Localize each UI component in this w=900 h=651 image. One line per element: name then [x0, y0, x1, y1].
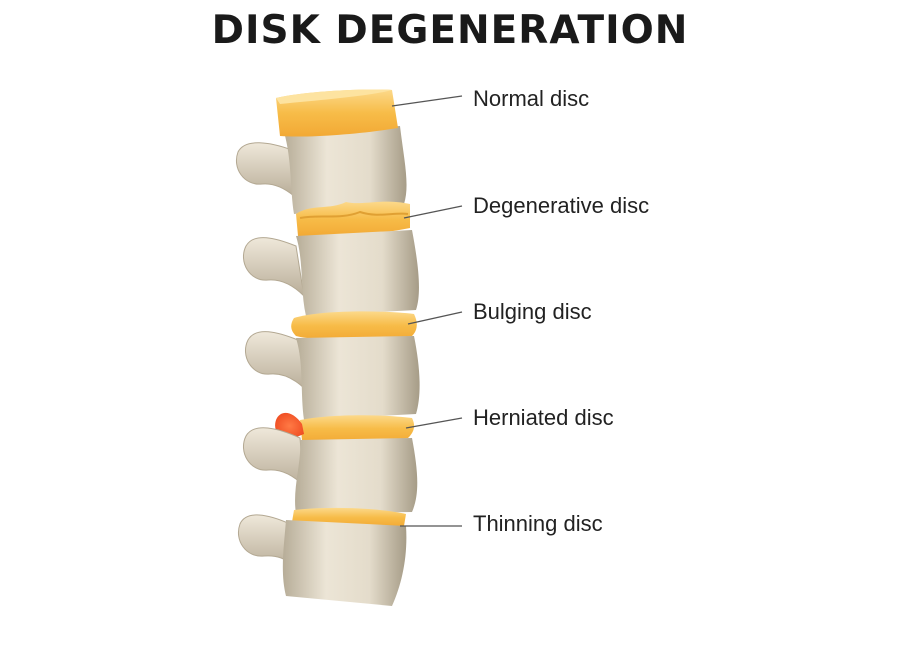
- vertebral-body-1: [284, 126, 407, 214]
- vertebra-1: [236, 126, 407, 214]
- spinous-process-1: [236, 142, 295, 198]
- spinous-process-3: [245, 331, 307, 392]
- leader-herniated: [405, 417, 463, 429]
- label-normal-disc: Normal disc: [473, 86, 590, 111]
- degenerative-disc: [296, 201, 410, 237]
- vertebral-body-3: [296, 336, 420, 420]
- vertebra-4: [243, 427, 418, 514]
- label-degenerative-disc: Degenerative disc: [473, 193, 650, 218]
- leader-lines: [391, 95, 463, 527]
- vertebral-body-5: [282, 520, 407, 606]
- label-thinning-disc: Thinning disc: [473, 511, 603, 536]
- label-herniated-disc: Herniated disc: [473, 405, 614, 430]
- herniated-disc: [300, 415, 415, 443]
- vertebra-3: [245, 331, 420, 420]
- spinous-process-4: [243, 427, 305, 488]
- leader-degenerative: [403, 205, 463, 219]
- vertebral-body-4: [295, 438, 418, 514]
- leader-normal: [391, 95, 463, 107]
- vertebral-body-2: [296, 230, 419, 316]
- bulging-disc: [291, 311, 417, 340]
- label-bulging-disc: Bulging disc: [473, 299, 592, 324]
- vertebra-5: [238, 514, 407, 606]
- page-title: DISK DEGENERATION: [211, 8, 689, 53]
- leader-bulging: [407, 311, 463, 325]
- spinous-process-2: [243, 237, 305, 298]
- vertebra-2: [243, 230, 419, 316]
